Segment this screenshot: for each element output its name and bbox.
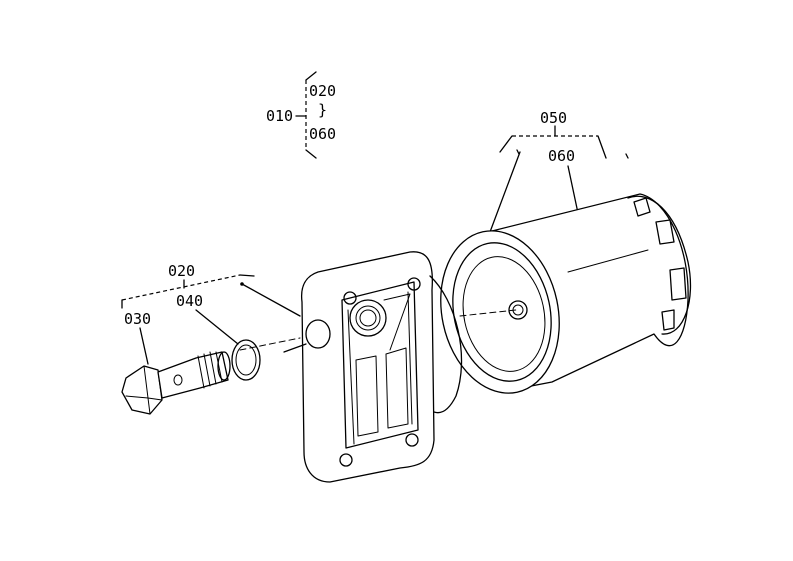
- label-060-filter[interactable]: 060: [548, 147, 575, 165]
- bracket-bolt-hole: [405, 433, 419, 447]
- bracket-port-thread: [355, 305, 381, 331]
- bolt-hex-head: [121, 365, 163, 415]
- center-bolt[interactable]: [121, 351, 231, 415]
- assembly-range-callout: 010 020 } 060: [266, 71, 336, 159]
- label-030[interactable]: 030: [124, 310, 151, 328]
- label-020-range-start[interactable]: 020: [309, 82, 336, 100]
- filter-inner-face: [462, 256, 546, 372]
- bolt-range-bracket: [121, 274, 241, 301]
- label-020-part[interactable]: 020: [168, 262, 195, 280]
- filter-gasket-ring: [452, 242, 552, 382]
- bolt-threads: [197, 351, 223, 389]
- label-040[interactable]: 040: [176, 292, 203, 310]
- filter-center-thread: [508, 300, 528, 320]
- bracket-pocket: [355, 355, 379, 437]
- filter-label-edge: [567, 249, 649, 273]
- filter-back-end: [627, 195, 692, 335]
- bracket-port-bore: [359, 309, 377, 327]
- bracket-diagonal-rib: [383, 293, 411, 351]
- bracket-flange-outline: [300, 251, 435, 483]
- range-symbol: }: [318, 101, 327, 119]
- bracket-threaded-port: [349, 299, 387, 337]
- bracket-bolt-hole: [339, 453, 353, 467]
- leader-020-to-bracket: [241, 283, 301, 317]
- bolt-shank: [157, 351, 229, 399]
- bolt-thread-end: [217, 351, 231, 381]
- leader-030: [139, 327, 149, 365]
- leader-050-filter: [489, 151, 521, 233]
- leader-040: [195, 309, 239, 345]
- filter-grip-slot: [661, 309, 675, 331]
- range-bracket-ends: [305, 71, 317, 159]
- bolt-bracket-ends: [121, 274, 255, 309]
- oil-filter-cartridge[interactable]: [426, 193, 692, 404]
- bracket-inner-frame: [341, 281, 419, 449]
- label-050[interactable]: 050: [540, 109, 567, 127]
- filter-bracket-ends: [499, 135, 629, 159]
- bracket-bolt-hole: [343, 291, 357, 305]
- filter-grip-slot: [655, 219, 675, 245]
- filter-grip-slot: [633, 197, 651, 217]
- o-ring-inner: [235, 344, 257, 376]
- bracket-side-boss: [305, 319, 331, 349]
- bolt-hex-facets: [125, 365, 163, 415]
- bracket-boss-edge: [283, 343, 307, 353]
- bracket-rib-lines: [347, 291, 413, 445]
- bolt-cross-hole: [173, 374, 183, 386]
- bracket-back-boss: [429, 275, 463, 414]
- o-ring-outer: [231, 339, 261, 381]
- label-060-range-end[interactable]: 060: [309, 125, 336, 143]
- bracket-pocket: [385, 347, 409, 429]
- filter-head-bracket[interactable]: [283, 251, 463, 483]
- bolt-callout: 020 040 030: [121, 262, 301, 365]
- label-010[interactable]: 010: [266, 107, 293, 125]
- bracket-bolt-hole: [407, 277, 421, 291]
- filter-grip-slot: [669, 267, 687, 301]
- o-ring[interactable]: [231, 339, 261, 381]
